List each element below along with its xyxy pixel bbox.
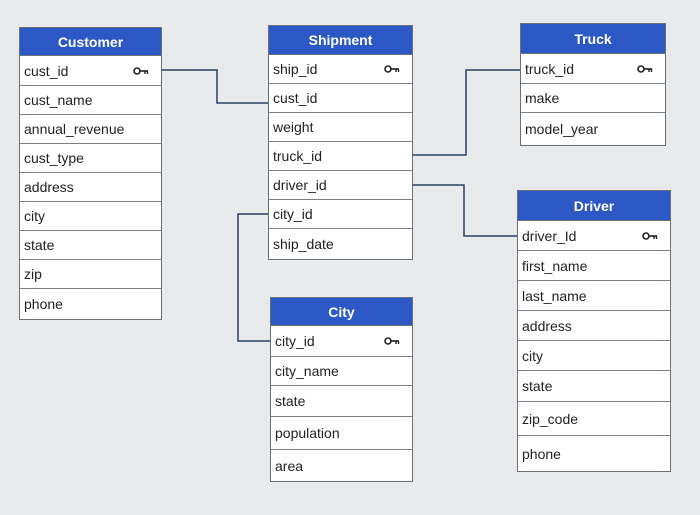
key-icon	[384, 65, 400, 73]
customer-field-cust-id: cust_id	[20, 56, 161, 86]
city-field-state: state	[271, 386, 412, 417]
customer-field-state: state	[20, 231, 161, 260]
shipment-table: Shipment ship_id cust_id weight truck_id…	[268, 25, 413, 260]
key-icon	[642, 231, 658, 240]
truck-table: Truck truck_id make model_year	[520, 23, 666, 146]
shipment-field-ship-date: ship_date	[269, 229, 412, 259]
rel-shipment-city	[237, 213, 272, 342]
driver-field-last-name: last_name	[518, 281, 670, 311]
customer-title: Customer	[20, 28, 161, 56]
driver-field-address: address	[518, 311, 670, 341]
truck-title: Truck	[521, 24, 665, 54]
customer-field-annual-revenue: annual_revenue	[20, 115, 161, 144]
driver-title: Driver	[518, 191, 670, 221]
key-icon	[637, 64, 653, 73]
customer-field-cust-type: cust_type	[20, 144, 161, 173]
truck-field-make: make	[521, 84, 665, 113]
driver-field-driver-id: driver_Id	[518, 221, 670, 251]
shipment-field-weight: weight	[269, 113, 412, 142]
customer-field-address: address	[20, 173, 161, 202]
driver-field-first-name: first_name	[518, 251, 670, 281]
city-title: City	[271, 298, 412, 326]
key-icon	[133, 66, 149, 75]
shipment-field-truck-id: truck_id	[269, 142, 412, 171]
rel-shipment-truck	[413, 69, 520, 156]
driver-field-phone: phone	[518, 436, 670, 471]
customer-field-zip: zip	[20, 260, 161, 289]
shipment-title: Shipment	[269, 26, 412, 55]
shipment-field-ship-id: ship_id	[269, 55, 412, 84]
city-field-city-id: city_id	[271, 326, 412, 357]
driver-table: Driver driver_Id first_name last_name ad…	[517, 190, 671, 472]
shipment-field-cust-id: cust_id	[269, 84, 412, 113]
customer-table: Customer cust_id cust_name annual_revenu…	[19, 27, 162, 320]
rel-customer-shipment	[160, 69, 270, 104]
city-field-city-name: city_name	[271, 357, 412, 386]
shipment-field-driver-id: driver_id	[269, 171, 412, 200]
key-icon	[384, 337, 400, 345]
rel-shipment-driver	[413, 184, 518, 237]
driver-field-state: state	[518, 371, 670, 402]
truck-field-model-year: model_year	[521, 113, 665, 145]
shipment-field-city-id: city_id	[269, 200, 412, 229]
customer-field-city: city	[20, 202, 161, 231]
truck-field-truck-id: truck_id	[521, 54, 665, 84]
city-field-area: area	[271, 450, 412, 481]
driver-field-zip-code: zip_code	[518, 402, 670, 436]
customer-field-phone: phone	[20, 289, 161, 319]
city-table: City city_id city_name state population …	[270, 297, 413, 482]
customer-field-cust-name: cust_name	[20, 86, 161, 115]
driver-field-city: city	[518, 341, 670, 371]
city-field-population: population	[271, 417, 412, 450]
